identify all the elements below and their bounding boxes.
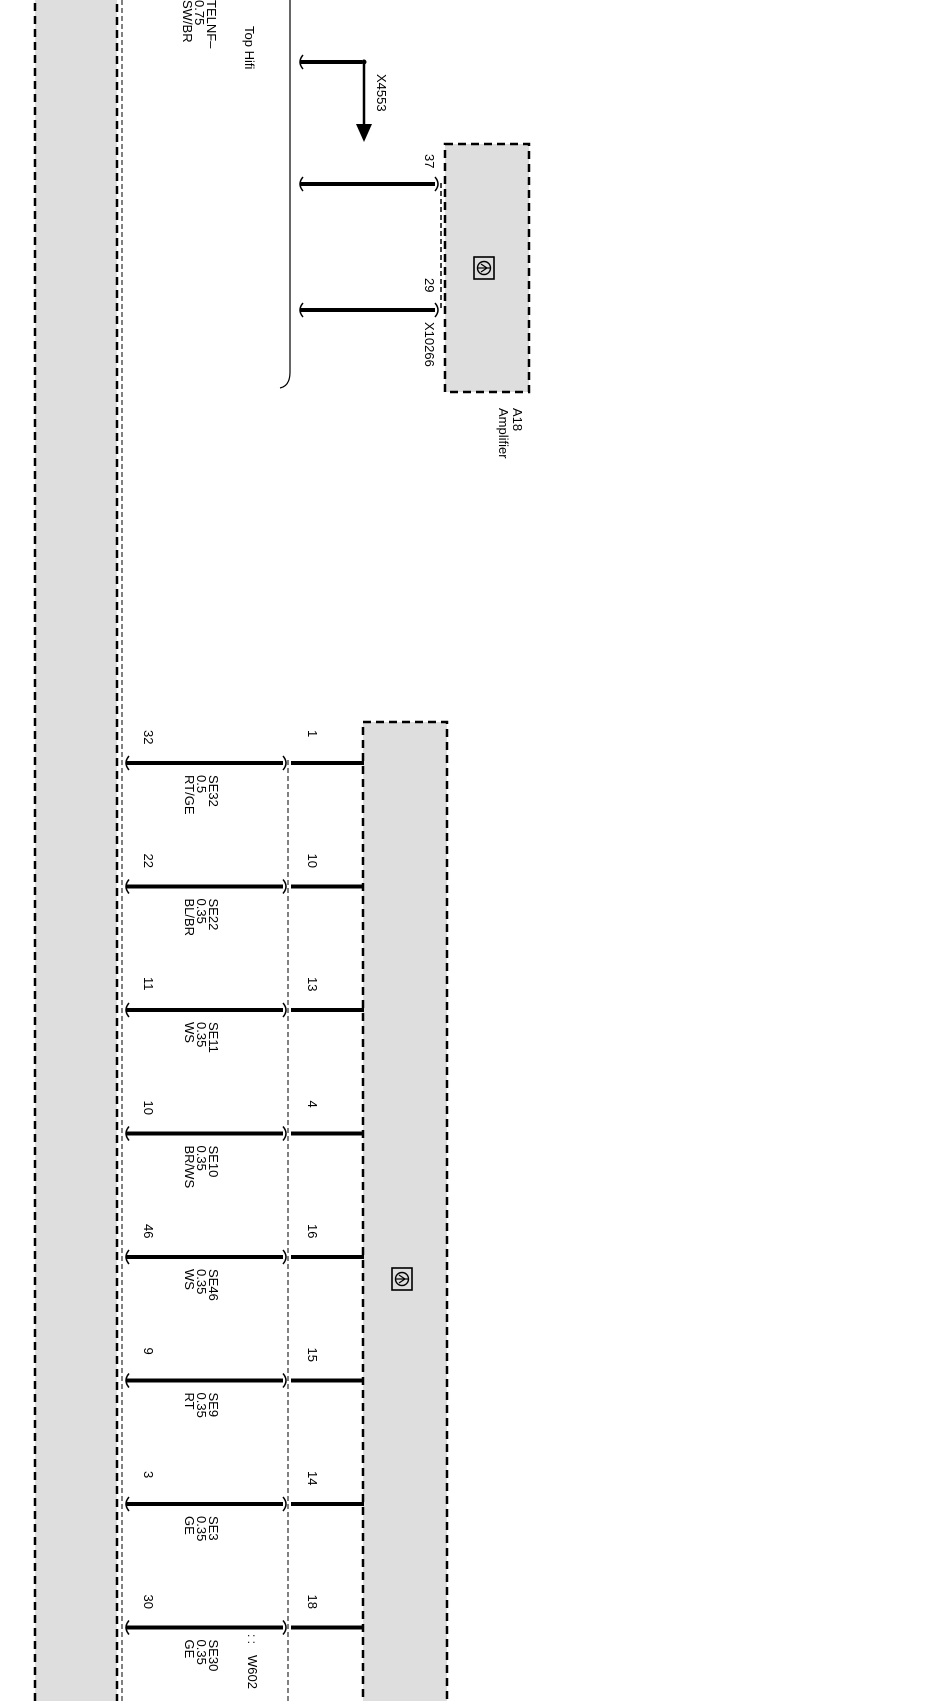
wire-gauge: 0.35 bbox=[194, 1146, 209, 1171]
wire-signal: SE46 bbox=[206, 1269, 221, 1301]
wire-color: GE bbox=[182, 1640, 197, 1659]
wire-mid-terminal bbox=[282, 1002, 287, 1018]
amp-pin-37-terminal bbox=[434, 176, 439, 192]
top-wire-signal: TELNF– bbox=[204, 0, 219, 49]
amp-pin-37: 37 bbox=[422, 154, 437, 168]
wire-signal: SE22 bbox=[206, 899, 221, 931]
wire-left-pin: 11 bbox=[141, 977, 156, 991]
wire-right-pin: 10 bbox=[305, 854, 320, 868]
wire-mid-terminal bbox=[282, 1620, 287, 1635]
wire-right-pin: 14 bbox=[305, 1471, 320, 1485]
option-bracket bbox=[279, 0, 291, 389]
wire-color: GE bbox=[182, 1516, 197, 1535]
amp-pin-29: 29 bbox=[422, 278, 437, 292]
wire-gauge: 0.5 bbox=[194, 775, 209, 793]
wire-signal: SE9 bbox=[206, 1393, 221, 1418]
wire-mid-terminal bbox=[282, 879, 287, 894]
bottom-module-box bbox=[361, 720, 449, 1701]
wire-gauge: 0.35 bbox=[194, 899, 209, 924]
wire-color: BR/WS bbox=[182, 1146, 197, 1189]
wire-color: BL/BR bbox=[182, 899, 197, 937]
amp-pin-29-terminal bbox=[434, 302, 439, 318]
wire-signal: SE30 bbox=[206, 1640, 221, 1672]
wire-signal: SE11 bbox=[206, 1022, 221, 1053]
wire-left-pin: 10 bbox=[141, 1101, 156, 1115]
wire-signal: SE32 bbox=[206, 775, 221, 807]
wire-right-pin: 13 bbox=[305, 977, 320, 991]
module-speaker-icon bbox=[391, 1267, 413, 1291]
wire-left-pin: 3 bbox=[141, 1471, 156, 1478]
wire-signal: SE3 bbox=[206, 1516, 221, 1541]
option-label: Top Hifi bbox=[242, 26, 257, 69]
wire-bundle-label: : : W602 bbox=[245, 1634, 260, 1689]
wire-left-pin: 46 bbox=[141, 1224, 156, 1238]
wire-gauge: 0.35 bbox=[194, 1269, 209, 1294]
wire-bundle-name: W602 bbox=[245, 1655, 260, 1689]
wire-color: RT bbox=[182, 1393, 197, 1410]
wire-mid-terminal bbox=[282, 1373, 287, 1388]
wire-gauge: 0.35 bbox=[194, 1640, 209, 1665]
x4553-arrow-head bbox=[356, 124, 372, 142]
wire-right-pin: 16 bbox=[305, 1224, 320, 1238]
wire-color: RT/GE bbox=[182, 775, 197, 815]
amplifier-ref: A18 bbox=[510, 408, 525, 431]
top-wire-label: TELNF– 0.75 SW/BR bbox=[180, 0, 219, 49]
wire-left-pin: 32 bbox=[141, 730, 156, 744]
wire-left-pin: 9 bbox=[141, 1348, 156, 1355]
wire-mid-terminal bbox=[282, 755, 287, 771]
amplifier-name: Amplifier bbox=[496, 408, 511, 459]
wire-mid-terminal bbox=[282, 1126, 287, 1141]
wire-gauge: 0.35 bbox=[194, 1393, 209, 1418]
top-wire-color: SW/BR bbox=[180, 0, 195, 43]
amp-connector-x10266: X10266 bbox=[422, 322, 437, 367]
wire-gauge: 0.35 bbox=[194, 1516, 209, 1541]
amplifier-label: A18 Amplifier bbox=[496, 408, 525, 459]
wire-gauge: 0.35 bbox=[194, 1022, 209, 1047]
wire-mid-terminal bbox=[282, 1249, 287, 1265]
amplifier-box bbox=[443, 142, 531, 394]
wire-color: WS bbox=[182, 1269, 197, 1290]
wire-bundle-dots: : : bbox=[245, 1634, 259, 1644]
wire-right-pin: 18 bbox=[305, 1595, 320, 1609]
top-wire-gauge: 0.75 bbox=[192, 0, 207, 25]
wire-signal: SE10 bbox=[206, 1146, 221, 1178]
wire-left-pin: 30 bbox=[141, 1595, 156, 1609]
connector-x4553: X4553 bbox=[374, 74, 389, 112]
amplifier-speaker-icon bbox=[473, 256, 495, 280]
wire-color: WS bbox=[182, 1022, 197, 1043]
wire-right-pin: 4 bbox=[305, 1101, 320, 1108]
wire-right-pin: 1 bbox=[305, 730, 320, 737]
control-unit-box bbox=[33, 0, 119, 1701]
wire-right-pin: 15 bbox=[305, 1348, 320, 1362]
wire-left-pin: 22 bbox=[141, 854, 156, 868]
wire-mid-terminal bbox=[282, 1496, 287, 1512]
